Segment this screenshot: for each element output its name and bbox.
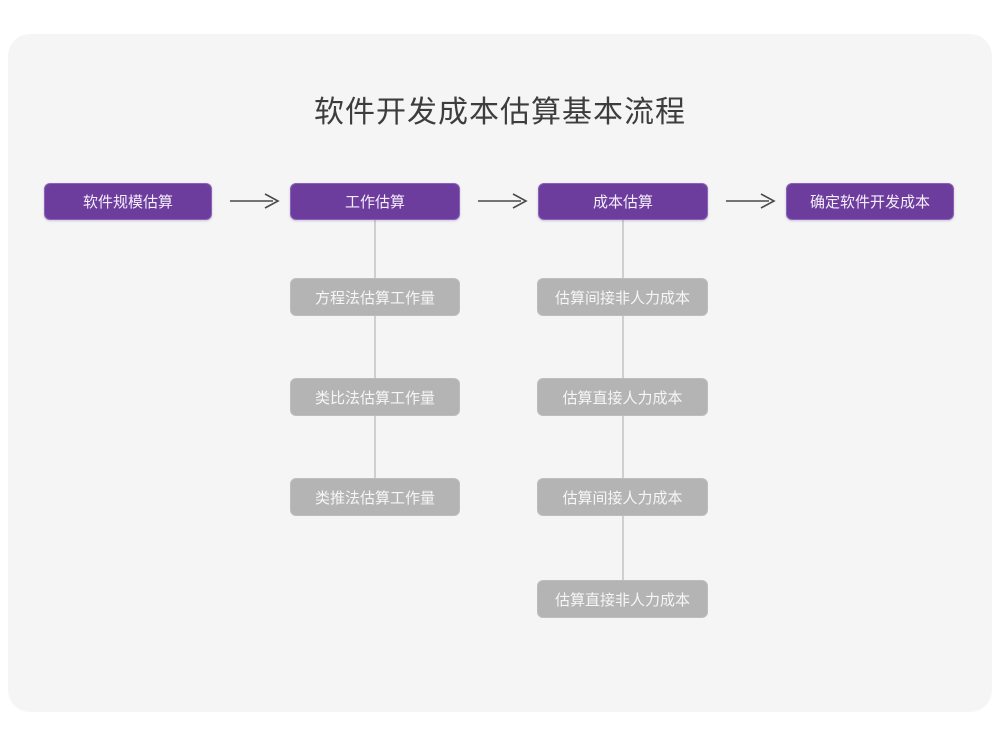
slide-card [8, 34, 992, 712]
stage-node-1[interactable]: 软件规模估算 [44, 183, 212, 220]
substep-node-stage-2-2-label: 类比法估算工作量 [314, 389, 435, 407]
stage-node-4-label: 确定软件开发成本 [809, 194, 930, 211]
substep-node-stage-2-3-label: 类推法估算工作量 [314, 489, 435, 507]
page-title: 软件开发成本估算基本流程 [314, 96, 686, 129]
arrow-stage-3-to-4 [724, 189, 778, 213]
substep-node-stage-2-1-label: 方程法估算工作量 [314, 289, 435, 307]
substep-node-stage-3-3-label: 估算间接人力成本 [562, 489, 683, 507]
substep-node-stage-3-2[interactable]: 估算直接人力成本 [537, 378, 708, 416]
stage-node-2-label: 工作估算 [344, 194, 405, 211]
substep-node-stage-3-1[interactable]: 估算间接非人力成本 [537, 278, 708, 316]
substep-node-stage-3-4[interactable]: 估算直接非人力成本 [537, 580, 708, 618]
substep-node-stage-2-3[interactable]: 类推法估算工作量 [290, 478, 460, 516]
arrow-right-icon [230, 193, 280, 209]
arrow-right-icon [478, 193, 528, 209]
stage-node-1-label: 软件规模估算 [82, 194, 173, 211]
stage-node-2[interactable]: 工作估算 [290, 183, 460, 220]
connector-line-stage-2 [374, 218, 376, 482]
substep-node-stage-2-1[interactable]: 方程法估算工作量 [290, 278, 460, 316]
stage-node-3-label: 成本估算 [592, 194, 653, 211]
arrow-stage-2-to-3 [476, 189, 530, 213]
substep-node-stage-3-2-label: 估算直接人力成本 [562, 389, 683, 407]
substep-node-stage-2-2[interactable]: 类比法估算工作量 [290, 378, 460, 416]
substep-node-stage-3-4-label: 估算直接非人力成本 [554, 591, 690, 609]
substep-node-stage-3-3[interactable]: 估算间接人力成本 [537, 478, 708, 516]
arrow-right-icon [726, 193, 776, 209]
substep-node-stage-3-1-label: 估算间接非人力成本 [554, 289, 690, 307]
stage-node-4[interactable]: 确定软件开发成本 [786, 183, 954, 220]
arrow-stage-1-to-2 [228, 189, 282, 213]
stage-node-3[interactable]: 成本估算 [538, 183, 708, 220]
